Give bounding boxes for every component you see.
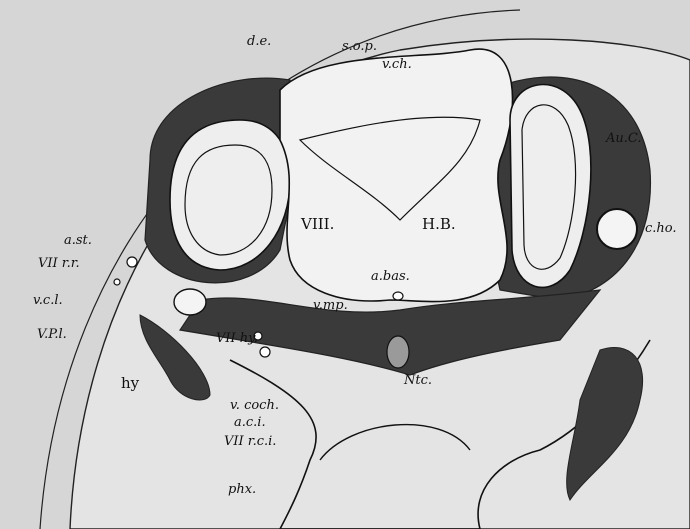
label-v-ch: v.ch. <box>382 58 412 72</box>
label-v-c-l: v.c.l. <box>33 294 63 308</box>
hindbrain <box>280 49 512 302</box>
label-vii-r-c-i: VII r.c.i. <box>224 435 276 449</box>
c-ho-structure <box>597 209 637 249</box>
label-d-e: d.e. <box>247 35 271 49</box>
label-v-coch: v. coch. <box>230 399 279 413</box>
label-v-p-l: V.P.l. <box>37 328 67 342</box>
vii-hy-nerve <box>260 347 270 357</box>
notochord <box>387 336 409 368</box>
label-a-c-i: a.c.i. <box>234 416 266 430</box>
label-au-c: Au.C. <box>606 132 642 146</box>
label-a-st: a.st. <box>64 234 92 248</box>
label-c-ho: c.ho. <box>645 222 677 236</box>
label-ntc: Ntc. <box>404 374 432 388</box>
vii-rr-nerve <box>114 279 120 285</box>
label-vii-r-r: VII r.r. <box>38 257 80 271</box>
label-h-b: H.B. <box>422 217 456 231</box>
label-phx: phx. <box>228 483 256 497</box>
a-st-vessel <box>127 257 137 267</box>
label-a-bas: a.bas. <box>371 270 410 284</box>
label-v-mp: v.mp. <box>313 299 348 313</box>
vcl-vessel <box>174 289 206 315</box>
a-bas-vessel <box>393 292 403 300</box>
label-hy: hy <box>121 376 139 390</box>
label-s-o-p: s.o.p. <box>342 40 377 54</box>
label-vii-hy: VII hy. <box>216 332 258 346</box>
label-viii: VIII. <box>301 217 334 231</box>
